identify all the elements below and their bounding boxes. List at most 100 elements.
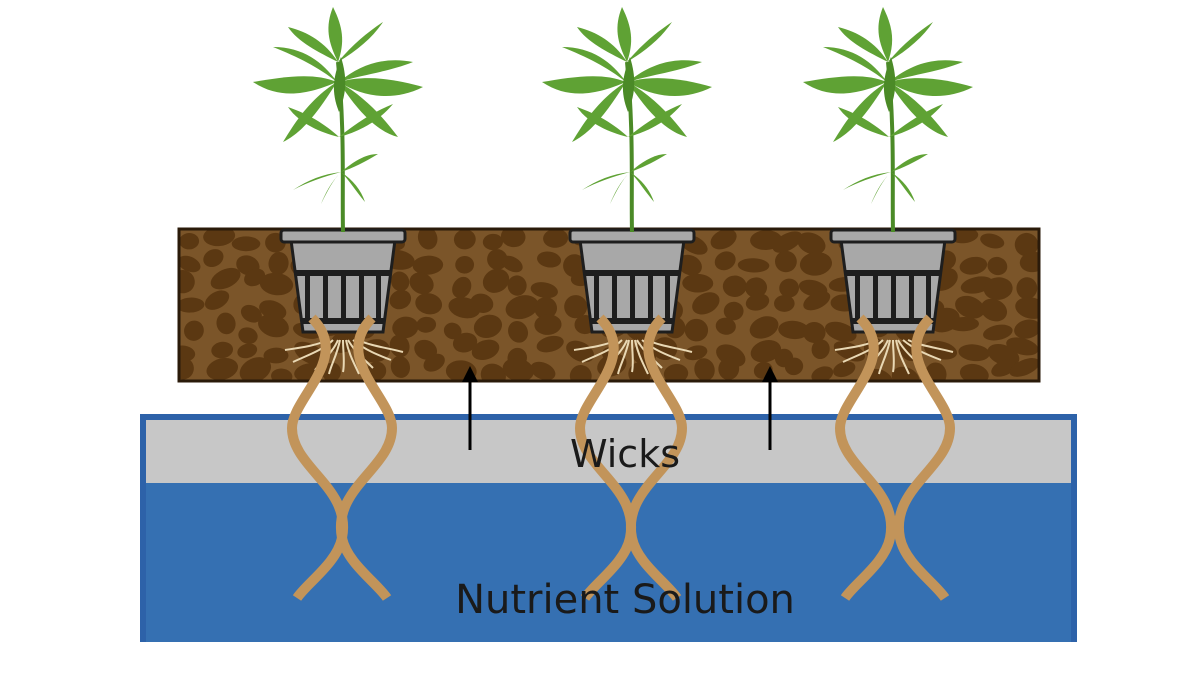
medium-pebble [258,314,289,338]
medium-pebble [737,258,770,273]
medium-pebble [1006,337,1039,356]
medium-pebble [833,361,856,378]
medium-pebble [263,347,289,364]
medium-pebble [482,233,504,251]
medium-pebble [240,304,262,323]
medium-pebble [392,316,419,339]
medium-pebble [482,268,510,293]
medium-pebble [470,293,494,313]
medium-pebble [774,295,795,312]
medium-pebble [330,330,359,353]
medium-pebble [803,291,831,311]
medium-pebble [501,255,523,273]
medium-pebble [950,229,979,244]
medium-pebble [745,277,768,298]
medium-pebble [980,298,1008,322]
net-pot-icon [279,228,407,334]
medium-pebble [537,251,562,268]
medium-pebble [389,289,412,310]
medium-pebble [710,229,737,250]
medium-pebble [530,282,558,299]
medium-pebble [238,327,258,344]
medium-pebble [772,231,803,253]
medium-pebble [924,340,958,360]
medium-pebble [959,363,989,381]
medium-pebble [987,256,1008,276]
medium-pebble [508,320,529,343]
medium-pebble [455,255,475,274]
medium-pebble [1009,358,1039,377]
medium-pebble [179,255,201,273]
medium-pebble [564,295,588,319]
medium-pebble [775,250,797,273]
medium-pebble [694,358,715,381]
medium-pebble [322,362,341,381]
medium-pebble [983,324,1013,341]
medium-pebble [471,339,500,361]
medium-pebble [1014,319,1039,339]
medium-pebble [784,357,804,376]
medium-pebble [239,357,272,381]
medium-pebble [723,301,744,321]
medium-pebble [1019,251,1039,273]
medium-pebble [745,293,770,311]
arrow-up-icon [462,366,478,450]
medium-pebble [569,365,592,381]
medium-pebble [414,339,438,360]
medium-pebble [473,314,503,339]
medium-pebble [566,340,595,363]
medium-pebble [417,229,438,250]
medium-pebble [412,255,444,275]
nutrient-solution-label: Nutrient Solution [455,577,795,623]
plant-icon [540,5,714,234]
medium-pebble [718,357,740,380]
medium-pebble [507,275,527,296]
medium-pebble [663,363,689,381]
medium-pebble [409,272,434,295]
medium-pebble [750,340,782,363]
medium-pebble [500,229,526,248]
medium-pebble [983,277,1013,300]
medium-pebble [505,295,539,320]
medium-pebble [797,232,826,255]
medium-pebble [1016,277,1038,300]
medium-pebble [543,229,569,248]
medium-pebble [948,317,979,332]
medium-pebble [677,254,702,276]
medium-pebble [534,297,558,320]
medium-pebble [390,355,411,378]
medium-pebble [536,335,564,353]
net-pot-icon [568,228,696,334]
medium-pebble [211,341,234,359]
medium-pebble [530,361,556,381]
medium-pebble [203,249,224,268]
medium-pebble [204,290,230,310]
medium-pebble [955,295,985,319]
medium-pebble [179,357,194,380]
medium-pebble [868,368,893,381]
medium-pebble [453,229,476,250]
medium-pebble [811,366,834,381]
medium-pebble [891,366,920,381]
medium-pebble [534,314,562,335]
plant-icon [251,5,425,234]
medium-pebble [452,276,472,299]
medium-pebble [452,332,478,353]
medium-pebble [231,236,261,252]
medium-pebble [390,271,410,292]
medium-pebble [692,292,720,315]
medium-pebble [179,270,195,294]
arrow-up-icon [762,366,778,450]
medium-pebble [415,293,443,315]
medium-pebble [684,318,709,342]
medium-pebble [980,233,1005,249]
medium-pebble [652,337,678,361]
medium-pebble [184,320,204,341]
medium-pebble [179,233,200,250]
medium-pebble [722,275,747,297]
medium-pebble [749,316,779,339]
medium-pebble [715,317,736,335]
medium-pebble [487,249,508,270]
medium-pebble [502,358,534,381]
